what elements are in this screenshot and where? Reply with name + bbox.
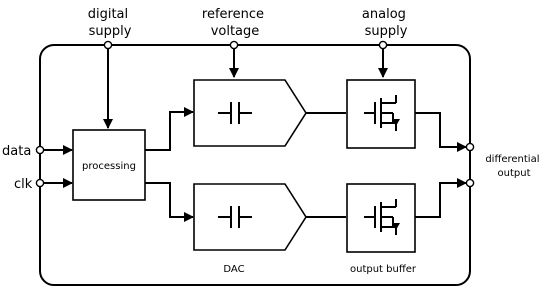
dac-caption: DAC [223,264,244,275]
clk-input-label: clk [14,177,33,192]
reference-voltage-label: reference voltage [202,7,268,39]
transistor-icon [364,95,400,131]
capacitor-icon [218,206,252,228]
digital-supply-label: digital supply [88,7,133,39]
analog-supply-label: analog supply [362,7,410,39]
differential-output-label: differential output [485,154,542,179]
processing-label: processing [82,161,136,172]
output-top-wire [415,112,467,152]
output-bottom-wire [415,178,467,218]
processing-block [72,129,146,201]
output-port-negative [465,178,475,188]
capacitor-icon [218,102,252,124]
data-input-label: data [2,144,31,159]
output-buffer-caption: output buffer [350,264,417,275]
output-port-positive [465,142,475,152]
processing-to-dac-top-wire [145,107,194,151]
digital-supply-port [103,40,113,50]
data-port [35,145,45,155]
processing-to-dac-bottom-wire [145,182,194,222]
chip-outline [39,44,471,286]
clk-port [35,178,45,188]
reference-voltage-port [229,40,239,50]
analog-supply-port [378,40,388,50]
transistor-icon [364,199,400,235]
